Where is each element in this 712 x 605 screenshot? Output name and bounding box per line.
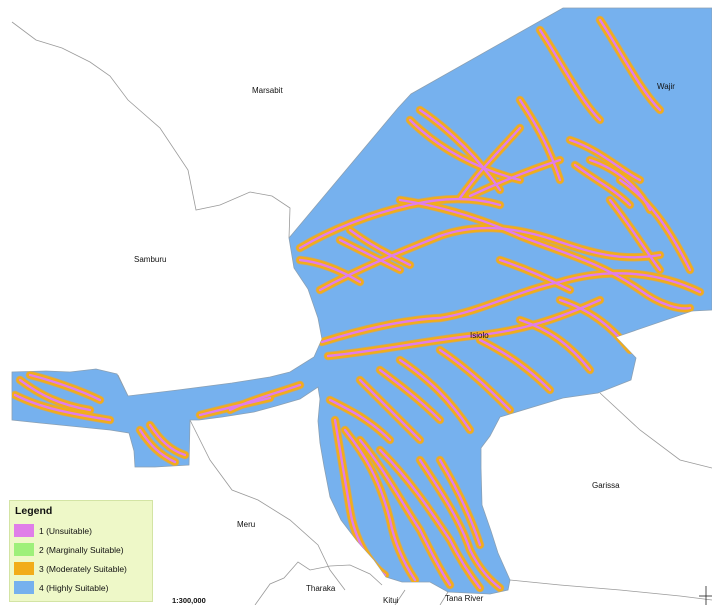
place-label-tharaka: Tharaka <box>306 584 336 593</box>
legend-swatch-unsuitable <box>14 524 34 537</box>
legend-label-unsuitable: 1 (Unsuitable) <box>39 525 92 536</box>
legend-item-moderate: 3 (Moderately Suitable) <box>14 559 148 578</box>
place-label-kitui: Kitui <box>383 596 399 605</box>
place-label-meru: Meru <box>237 520 256 529</box>
legend-item-high: 4 (Highly Suitable) <box>14 578 148 597</box>
place-label-marsabit: Marsabit <box>252 86 283 95</box>
legend-item-marginal: 2 (Marginally Suitable) <box>14 540 148 559</box>
place-label-wajir: Wajir <box>657 82 675 91</box>
legend-label-marginal: 2 (Marginally Suitable) <box>39 544 124 555</box>
map-legend: Legend 1 (Unsuitable) 2 (Marginally Suit… <box>9 500 153 602</box>
place-label-samburu: Samburu <box>134 255 167 264</box>
north-arrow-icon <box>699 586 712 605</box>
place-label-garissa: Garissa <box>592 481 620 490</box>
legend-item-unsuitable: 1 (Unsuitable) <box>14 521 148 540</box>
legend-label-high: 4 (Highly Suitable) <box>39 582 109 593</box>
place-label-tana-river: Tana River <box>445 594 484 603</box>
legend-swatch-moderate <box>14 562 34 575</box>
legend-swatch-marginal <box>14 543 34 556</box>
legend-swatch-high <box>14 581 34 594</box>
legend-title: Legend <box>15 505 53 517</box>
legend-label-moderate: 3 (Moderately Suitable) <box>39 563 127 574</box>
map-scale: 1:300,000 <box>172 596 206 605</box>
county-boundaries <box>11 21 712 605</box>
place-label-isiolo: Isiolo <box>470 331 489 340</box>
